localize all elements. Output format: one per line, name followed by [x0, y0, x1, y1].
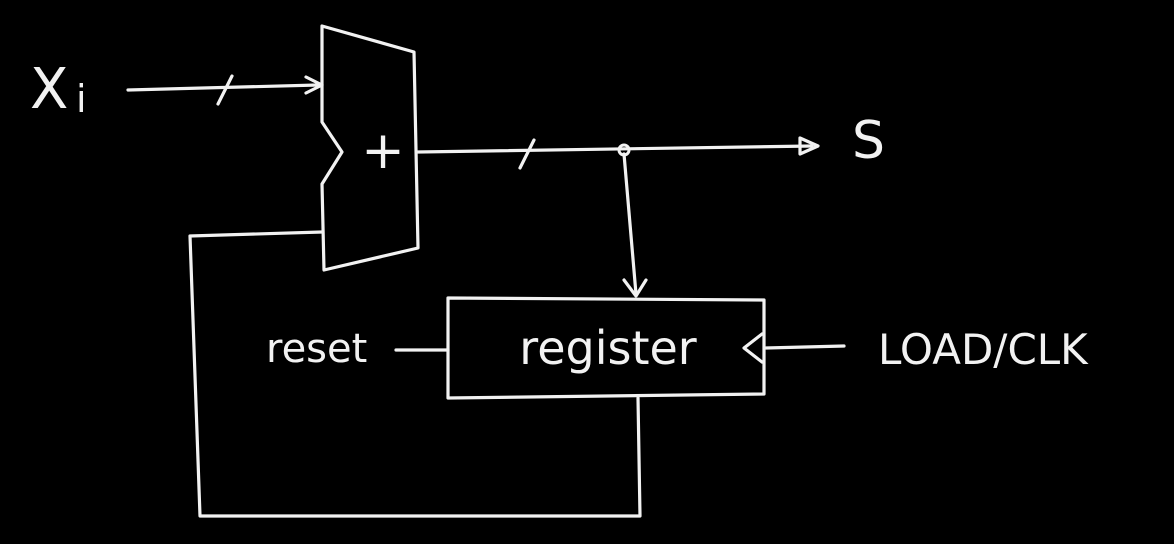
- input-bus-tick: [216, 74, 234, 106]
- register-input-wire: [622, 152, 638, 296]
- reset-label: reset: [266, 326, 367, 372]
- register-label: register: [519, 321, 696, 375]
- register-input-arrowhead: [622, 278, 648, 298]
- clock-triangle: [742, 332, 764, 364]
- output-wire: [416, 144, 814, 154]
- adder-block: [320, 24, 420, 272]
- input-label: X: [30, 57, 68, 122]
- output-label: S: [852, 111, 885, 171]
- load-clk-label: LOAD/CLK: [878, 325, 1089, 374]
- input-wire: [126, 83, 320, 92]
- output-bus-tick: [518, 138, 536, 170]
- output-arrowhead: [798, 136, 820, 156]
- load-clk-wire: [764, 344, 846, 350]
- feedback-wire: [188, 230, 642, 518]
- input-subscript: i: [76, 77, 87, 121]
- adder-plus-symbol: +: [361, 121, 405, 181]
- register-block: [446, 296, 766, 400]
